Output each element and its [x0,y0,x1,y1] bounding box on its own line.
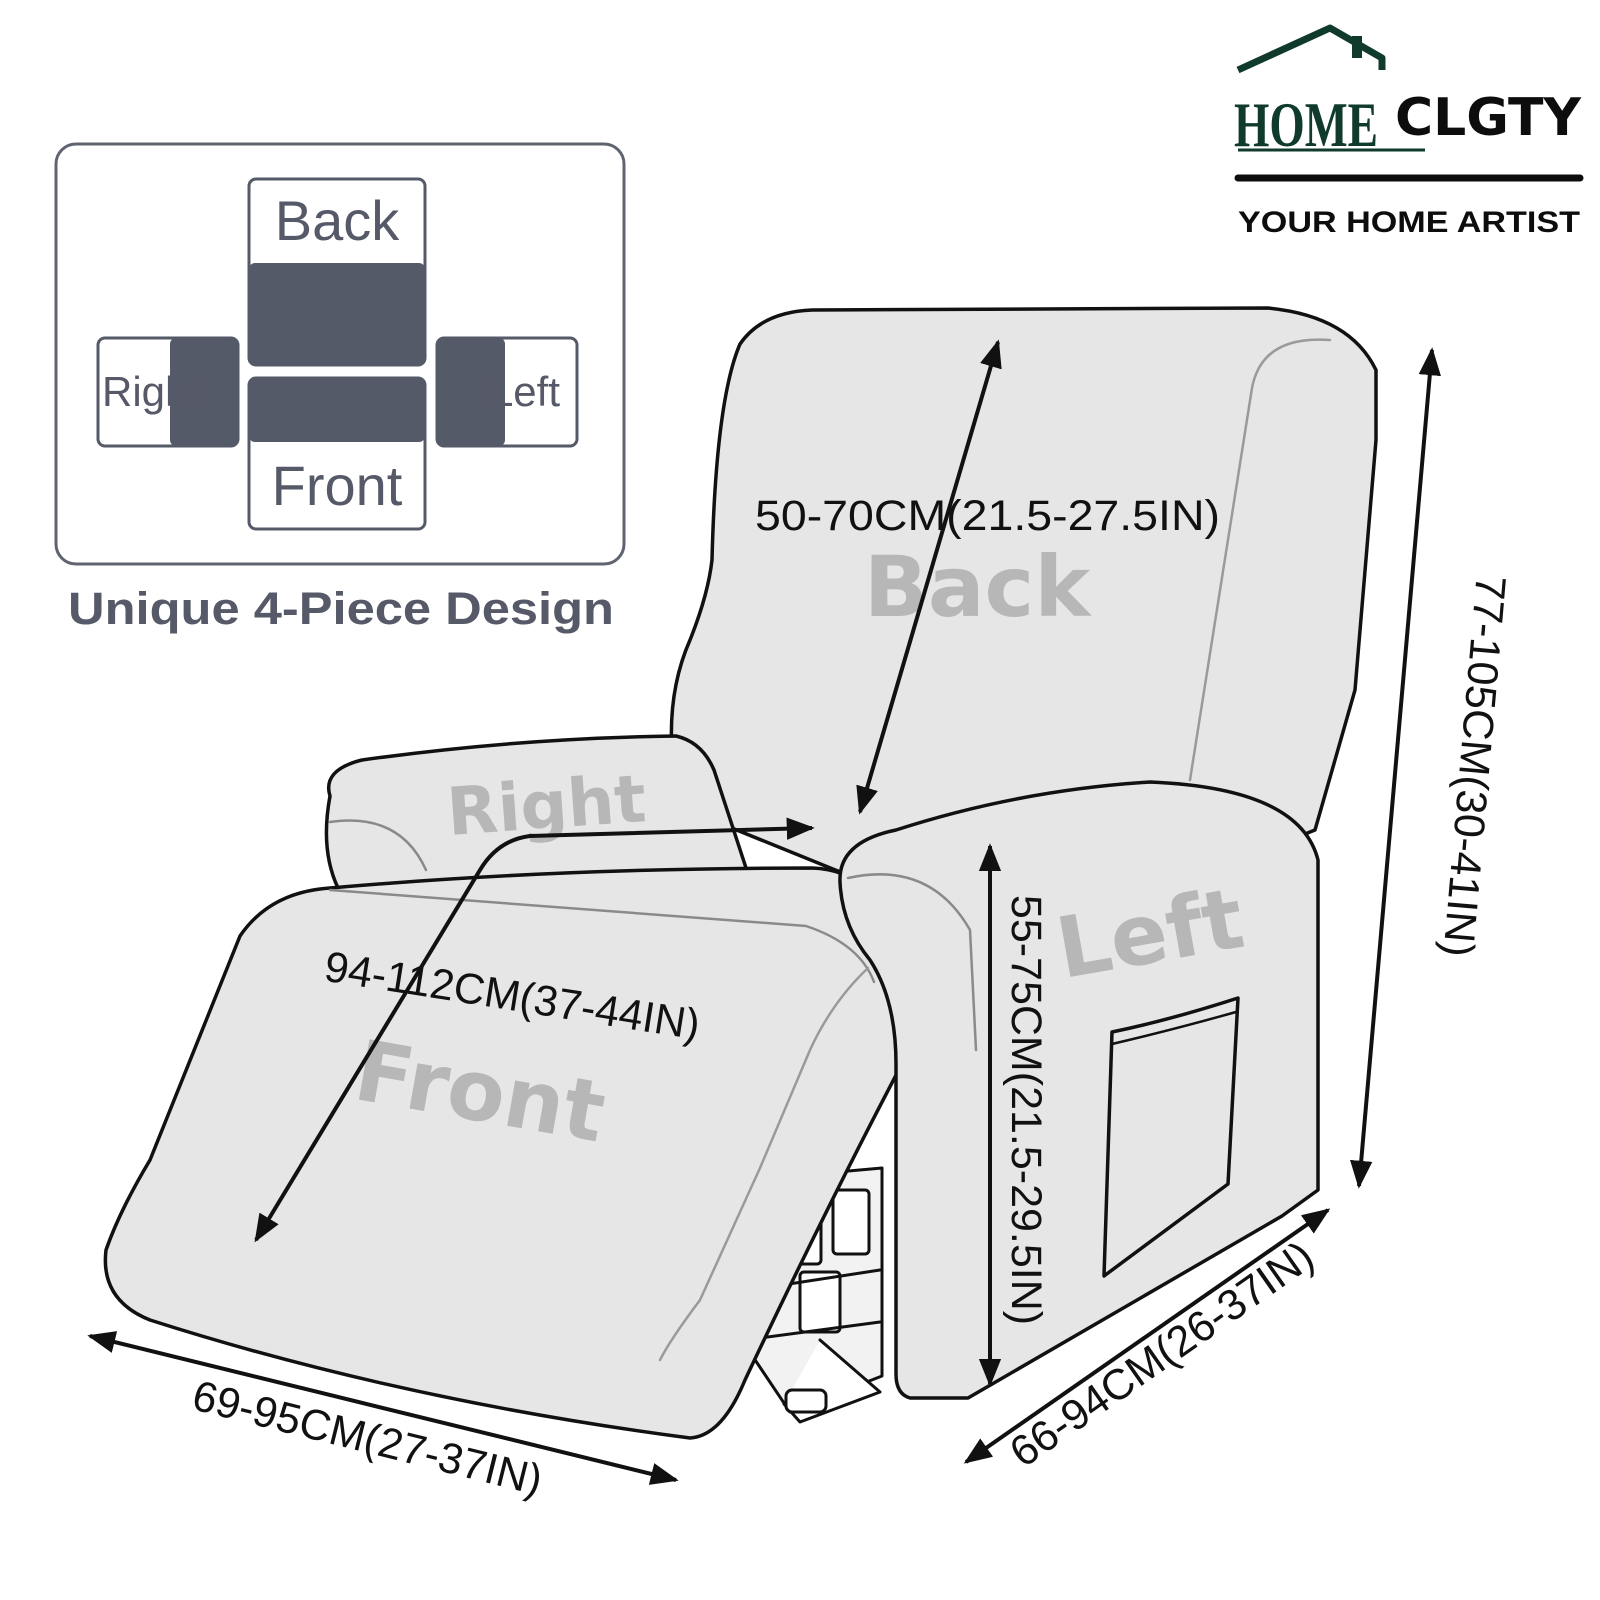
side-pocket-trim [1110,1010,1238,1046]
dim-label-armrest-height: 55-75CM(21.5-29.5IN) [1002,895,1050,1325]
legend-caption: Unique 4-Piece Design [68,583,614,634]
legend-label-back: Back [275,189,400,252]
chimney-shape [1352,36,1362,58]
legend-piece-right: Right [96,336,240,448]
legend-label-front: Front [272,454,403,517]
brand-logo-name: CLGTY [1395,88,1582,148]
legend-panel: Back Front Right Left Unique 4-Piece Des… [54,142,626,634]
brand-logo-letters: HOME [1234,89,1378,160]
dimension-arrows [87,339,1441,1485]
legend-piece-left: Left [435,336,579,448]
dim-label-total-height: 77-105CM(30-41IN) [1433,574,1514,959]
legend-piece-back: Back [247,177,427,367]
arrow-side-depth [963,1208,1331,1464]
legend-piece-front: Front [247,376,427,531]
backrest-inner-seam [1188,338,1332,782]
arrow-total-height [1350,347,1441,1189]
legend-label-left: Left [490,368,560,415]
brand-logo: HOME CLGTY YOUR HOME ARTIST [1234,24,1584,239]
left-armrest-seam [846,873,978,1052]
side-pocket-shape [1102,996,1240,1278]
arrow-back-width [856,339,1002,815]
arrow-front-width [87,1331,679,1485]
arrow-seat-length [254,817,815,1243]
brand-tagline: YOUR HOME ARTIST [1238,206,1580,239]
dim-label-back-width: 50-70CM(21.5-27.5IN) [755,492,1220,540]
legend-label-right: Right [102,368,200,415]
chair-label-back: Back [864,538,1093,636]
